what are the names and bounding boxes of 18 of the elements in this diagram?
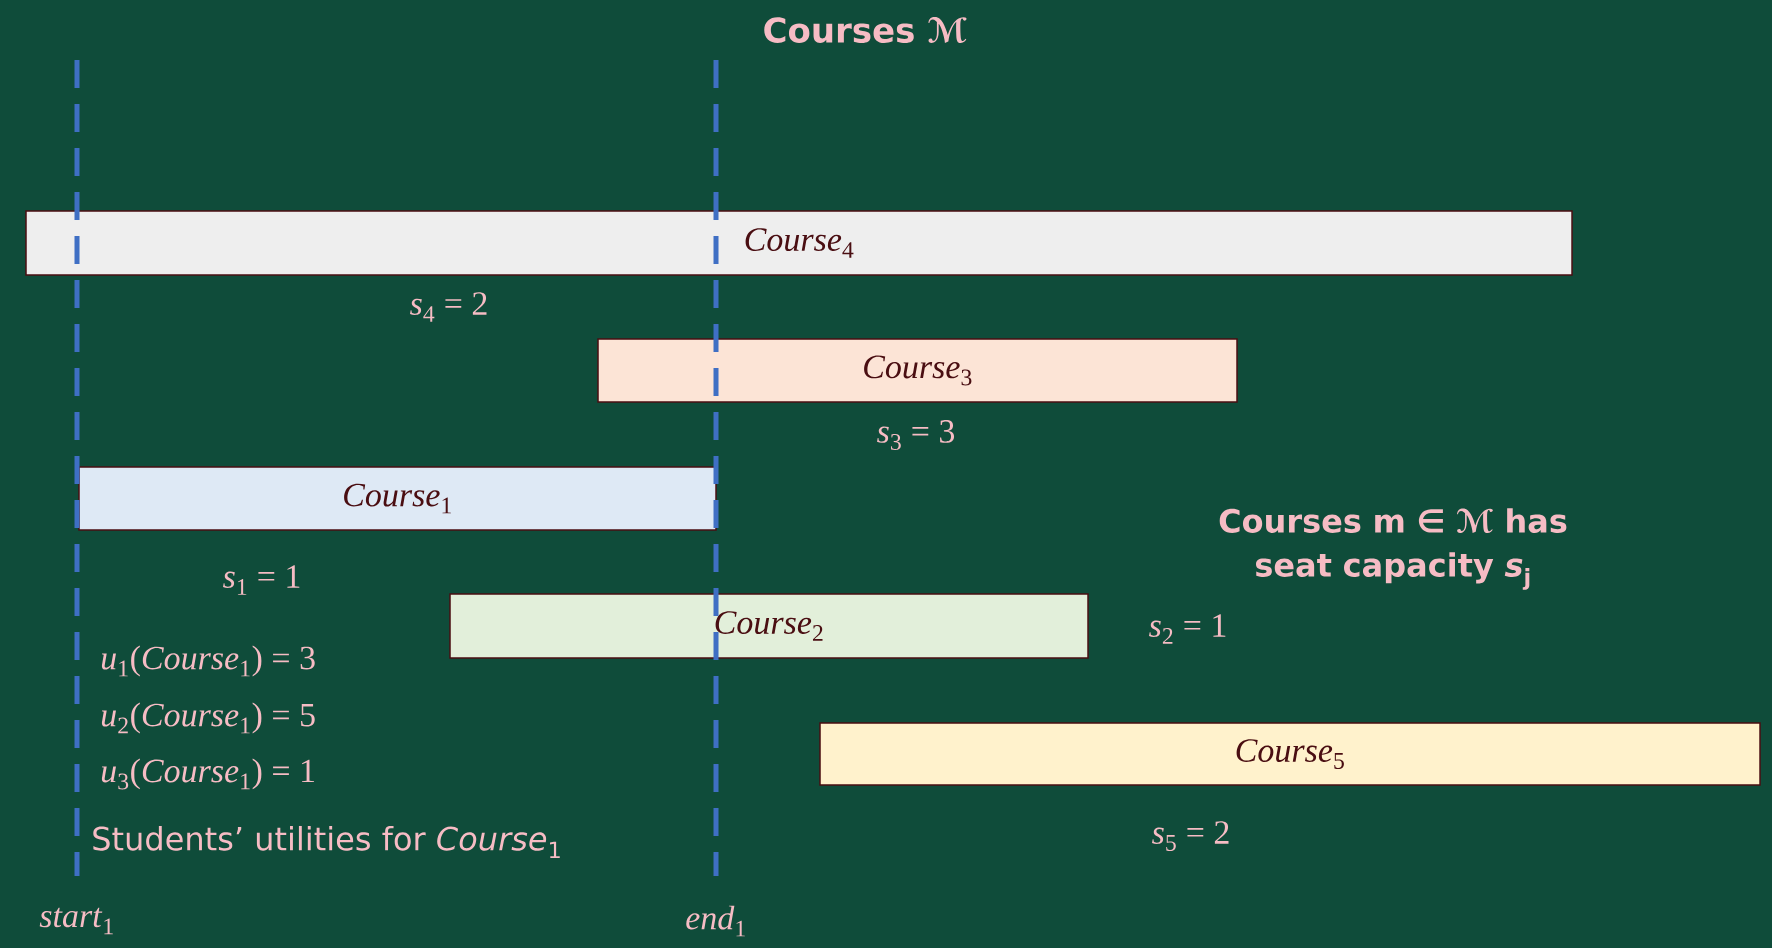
capacity-label: s$_{3}$ = 3: [877, 420, 955, 450]
capacity-label: s$_{5}$ = 2: [1152, 821, 1229, 851]
capacity-label: s$_{1}$ = 1: [223, 565, 300, 595]
course-bar: Course$_{5}$: [819, 722, 1761, 786]
course-bar: Course$_{3}$: [597, 338, 1238, 403]
axis-label: start$_{1}$: [39, 907, 113, 935]
capacity-label: s$_{4}$ = 2: [410, 292, 487, 322]
utility-label: u$_{1}$(Course$_{1}$) = 3: [101, 645, 315, 677]
caption-text: Students’ utilities for Course$_{1}$: [93, 825, 560, 859]
course-bar: Course$_{4}$: [25, 210, 1573, 276]
course-bar: Course$_{1}$: [78, 466, 717, 531]
course-bar: Course$_{2}$: [449, 593, 1089, 659]
utility-label: u$_{2}$(Course$_{1}$) = 5: [101, 702, 315, 734]
title: Courses ℳ: [764, 16, 967, 44]
capacity-label: s$_{2}$ = 1: [1149, 614, 1226, 644]
note-text: Courses m ∈ ℳ has seat capacity s$_{j}$: [1219, 508, 1567, 590]
utility-label: u$_{3}$(Course$_{1}$) = 1: [101, 758, 314, 790]
axis-label: end$_{1}$: [686, 905, 745, 937]
